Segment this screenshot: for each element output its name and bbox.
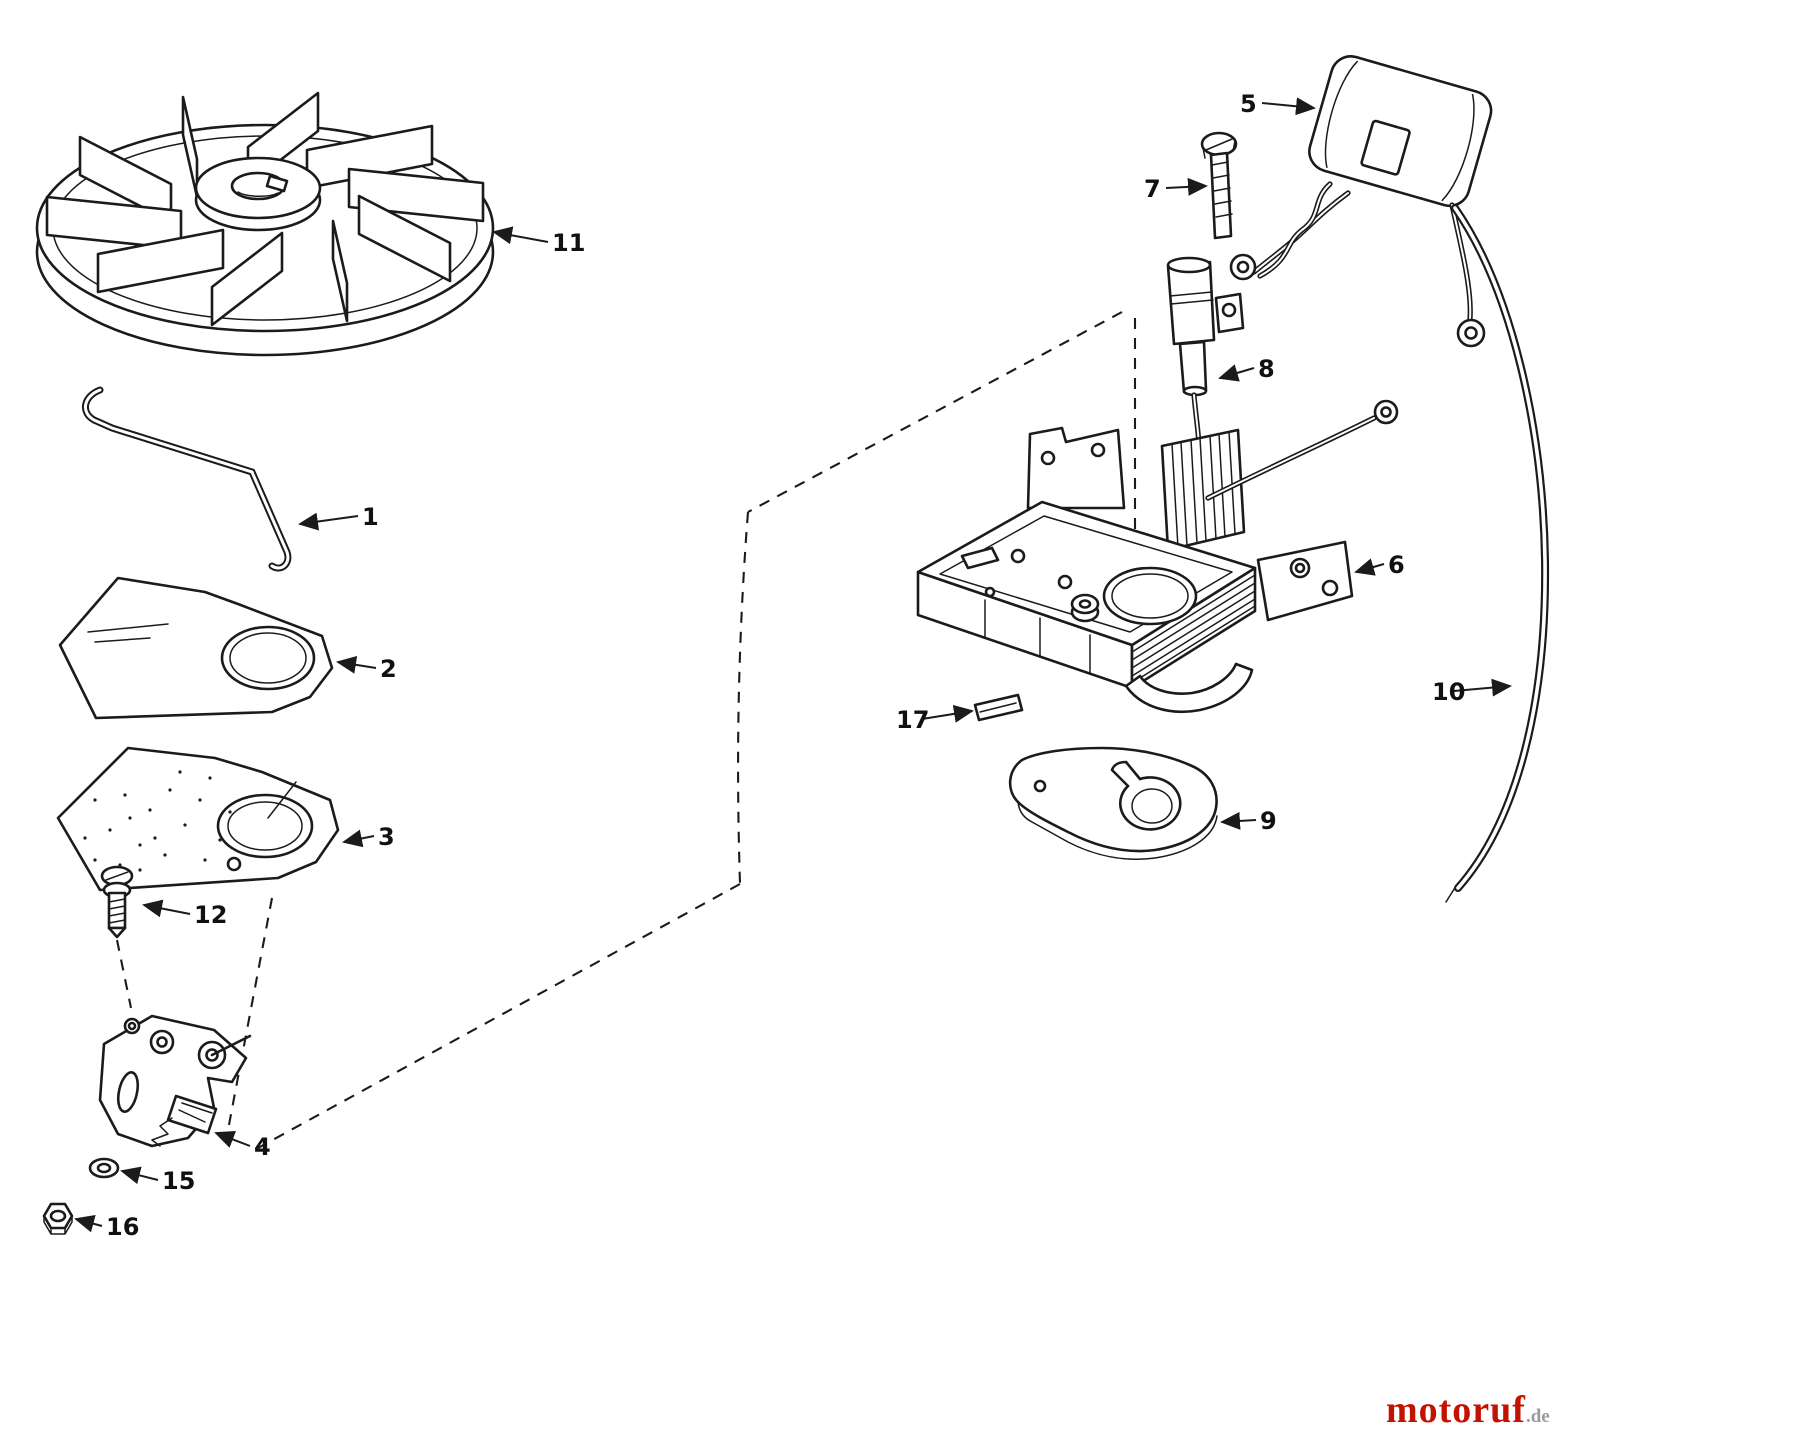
governor-wire-part [82, 386, 292, 572]
gasket-plate-part [56, 746, 340, 892]
callout-6-leader [1354, 558, 1385, 576]
watermark-brand: motoruf [1386, 1389, 1526, 1431]
callout-2: 2 [380, 655, 397, 683]
stator-plate-part [916, 399, 1399, 714]
callout-2-leader [336, 655, 377, 674]
callout-11-leader [492, 226, 549, 245]
callout-3: 3 [378, 823, 395, 851]
callout-16: 16 [106, 1213, 139, 1241]
washer-part [88, 1157, 120, 1179]
callout-5: 5 [1240, 90, 1257, 118]
callout-4-leader [214, 1131, 251, 1148]
callout-7-leader [1165, 177, 1208, 196]
callout-3-leader [342, 829, 375, 848]
cam-plate-part [1008, 746, 1218, 860]
callout-12-leader [142, 899, 191, 918]
nut-part [42, 1202, 74, 1235]
callout-17: 17 [896, 706, 929, 734]
callout-7: 7 [1144, 175, 1161, 203]
gasket-stipple [83, 770, 232, 872]
callout-1-leader [298, 512, 359, 531]
callout-10-leader [1453, 678, 1512, 697]
callout-6: 6 [1388, 551, 1405, 579]
callout-8-leader [1218, 364, 1255, 382]
callout-12: 12 [194, 901, 227, 929]
flywheel-part [35, 91, 495, 357]
watermark: motoruf.de [1386, 1388, 1550, 1432]
callout-10: 10 [1432, 678, 1465, 706]
ignition-coil-part [1229, 55, 1493, 348]
spark-plug-wire-part [1445, 204, 1550, 903]
callout-1: 1 [362, 503, 379, 531]
dust-cover-plate-part [58, 576, 334, 720]
watermark-tld: .de [1525, 1406, 1550, 1427]
callout-8: 8 [1258, 355, 1275, 383]
breaker-points-part [98, 1014, 252, 1148]
assembly-alignment-dashes [115, 311, 1137, 1149]
callout-9-leader [1220, 811, 1257, 830]
callout-5-leader [1261, 97, 1316, 116]
terminal-block-part [973, 693, 1024, 722]
callout-15-leader [120, 1166, 159, 1185]
condenser-part [1166, 256, 1245, 531]
screw-7-part [1200, 131, 1238, 240]
callout-4: 4 [254, 1133, 271, 1161]
callout-9: 9 [1260, 807, 1277, 835]
screw-12-part [100, 865, 134, 939]
callout-17-leader [921, 704, 974, 723]
callout-11: 11 [552, 229, 585, 257]
callout-15: 15 [162, 1167, 195, 1195]
callout-16-leader [74, 1214, 103, 1233]
callouts: 11 1 2 3 12 4 15 16 5 7 8 6 17 9 10 [74, 90, 1512, 1241]
